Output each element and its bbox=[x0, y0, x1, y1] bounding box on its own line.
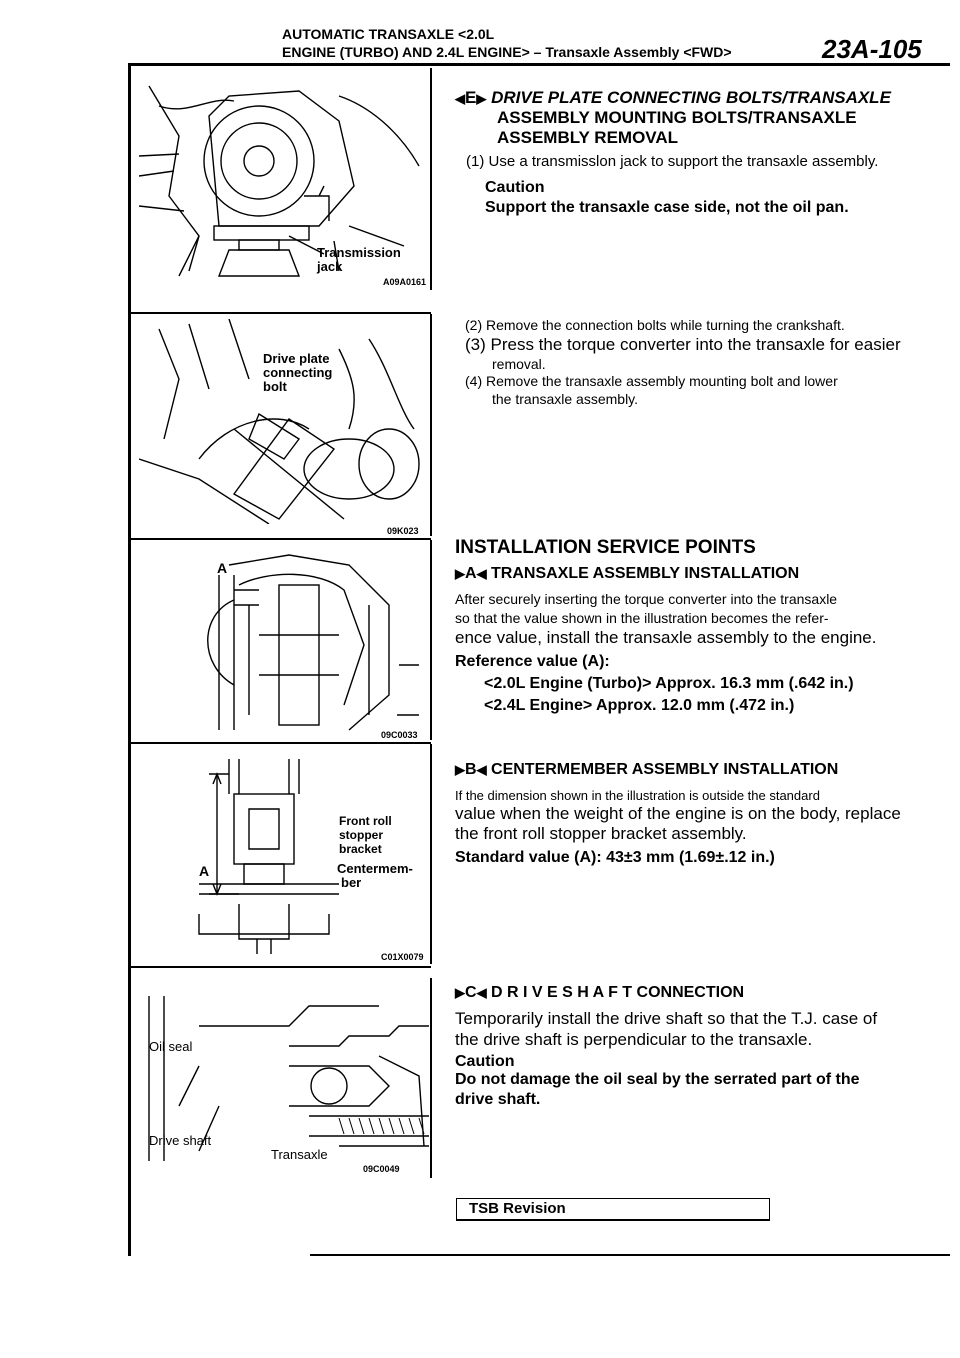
reference-value-label: Reference value (A): bbox=[455, 653, 610, 670]
figure-separator bbox=[131, 742, 431, 744]
left-arrow-icon: ◀ bbox=[476, 985, 487, 1000]
label-drive-plate: Drive plate bbox=[263, 351, 330, 366]
figure-separator bbox=[131, 966, 431, 968]
figure-torque-converter: A 09C0033 bbox=[131, 540, 432, 740]
tsb-revision-label: TSB Revision bbox=[469, 1200, 566, 1217]
removal-caution-text: Support the transaxle case side, not the… bbox=[485, 199, 849, 216]
right-arrow-icon: ▶ bbox=[455, 985, 465, 1000]
removal-heading: ◀E▶ DRIVE PLATE CONNECTING BOLTS/TRANSAX… bbox=[455, 88, 891, 108]
figure-id: A09A0161 bbox=[383, 277, 427, 287]
label-stopper: stopper bbox=[339, 828, 384, 842]
removal-heading-line-2: ASSEMBLY MOUNTING BOLTS/TRANSAXLE bbox=[497, 108, 857, 127]
dimension-a-label: A bbox=[199, 863, 210, 879]
installation-b-p3: the front roll stopper bracket assembly. bbox=[455, 824, 747, 843]
removal-step-4-line-2: the transaxle assembly. bbox=[492, 391, 639, 407]
removal-step-3-line-2: removal. bbox=[492, 356, 546, 372]
removal-step-1: (1) Use a transmisslon jack to support t… bbox=[466, 153, 879, 170]
installation-c-caution-line-2: drive shaft. bbox=[455, 1091, 541, 1108]
label-transmission: Transmission bbox=[317, 245, 401, 260]
figure-separator bbox=[131, 538, 431, 540]
transmission-jack-illustration bbox=[139, 85, 420, 277]
label-drive-shaft: Drive shaft bbox=[149, 1133, 212, 1148]
footer-rule bbox=[310, 1254, 950, 1256]
left-arrow-icon: ◀ bbox=[476, 762, 487, 777]
right-arrow-icon: ▶ bbox=[455, 762, 465, 777]
left-column-rule bbox=[128, 66, 131, 1256]
figure-separator bbox=[131, 312, 431, 314]
label-centermember-2: ber bbox=[341, 875, 362, 890]
installation-c-title: D R I V E S H A F T CONNECTION bbox=[491, 984, 745, 1001]
header-rule bbox=[128, 63, 950, 66]
right-arrow-icon: ▶ bbox=[476, 91, 487, 106]
installation-c-caution-label: Caution bbox=[455, 1053, 515, 1070]
figure-id: 09C0049 bbox=[363, 1164, 400, 1174]
figure-id: 09K023 bbox=[387, 526, 419, 536]
installation-b-p2: value when the weight of the engine is o… bbox=[455, 804, 901, 823]
reference-value-2-0l: <2.0L Engine (Turbo)> Approx. 16.3 mm (.… bbox=[484, 675, 854, 692]
installation-b-heading: ▶B◀ CENTERMEMBER ASSEMBLY INSTALLATION bbox=[455, 761, 838, 779]
installation-a-title: TRANSAXLE ASSEMBLY INSTALLATION bbox=[491, 565, 800, 582]
header-line-2: ENGINE (TURBO) AND 2.4L ENGINE> – Transa… bbox=[282, 44, 732, 60]
removal-step-2: (2) Remove the connection bolts while tu… bbox=[465, 317, 845, 333]
torque-converter-illustration: A bbox=[207, 554, 419, 731]
figure-front-roll-stopper: Front roll stopper bracket Centermem- be… bbox=[131, 744, 432, 964]
installation-a-p1: After securely inserting the torque conv… bbox=[455, 591, 838, 607]
figure-id: 09C0033 bbox=[381, 730, 418, 740]
dimension-a-label: A bbox=[217, 560, 227, 576]
installation-a-p3: ence value, install the transaxle assemb… bbox=[455, 628, 877, 647]
service-marker: B bbox=[465, 761, 477, 778]
header-line-1: AUTOMATIC TRANSAXLE <2.0L bbox=[282, 26, 495, 42]
tsb-revision-box: TSB Revision bbox=[456, 1198, 770, 1221]
figure-id: C01X0079 bbox=[381, 952, 424, 962]
removal-heading-line-1: DRIVE PLATE CONNECTING BOLTS/TRANSAXLE bbox=[491, 88, 891, 107]
figure-drive-shaft: Oil seal Drive shaft Transaxle 09C0049 bbox=[131, 978, 432, 1178]
label-oil-seal: Oil seal bbox=[149, 1039, 193, 1054]
installation-c-caution-line-1: Do not damage the oil seal by the serrat… bbox=[455, 1071, 860, 1088]
service-marker: E bbox=[465, 88, 477, 107]
front-roll-stopper-illustration bbox=[198, 759, 339, 954]
label-jack: jack bbox=[317, 259, 343, 274]
installation-title: INSTALLATION SERVICE POINTS bbox=[455, 537, 756, 558]
removal-heading-line-3: ASSEMBLY REMOVAL bbox=[497, 128, 679, 147]
installation-c-heading: ▶C◀ D R I V E S H A F T CONNECTION bbox=[455, 984, 744, 1002]
label-connecting: connecting bbox=[263, 365, 333, 380]
figure-drive-plate-bolt: Drive plate connecting bolt 09K023 bbox=[131, 314, 432, 536]
installation-a-heading: ▶A◀ TRANSAXLE ASSEMBLY INSTALLATION bbox=[455, 565, 799, 583]
installation-b-title: CENTERMEMBER ASSEMBLY INSTALLATION bbox=[491, 761, 839, 778]
installation-c-p2: the drive shaft is perpendicular to the … bbox=[455, 1030, 813, 1049]
service-marker: C bbox=[465, 984, 477, 1001]
figure-transmission-jack: Transmission jack A09A0161 bbox=[131, 68, 432, 290]
drive-shaft-illustration bbox=[148, 996, 429, 1161]
label-transaxle: Transaxle bbox=[271, 1147, 328, 1162]
removal-step-3-line-1: (3) Press the torque converter into the … bbox=[465, 335, 901, 354]
right-arrow-icon: ▶ bbox=[455, 566, 465, 581]
standard-value: Standard value (A): 43±3 mm (1.69±.12 in… bbox=[455, 849, 775, 866]
installation-a-p2: so that the value shown in the illustrat… bbox=[455, 610, 829, 626]
reference-value-2-4l: <2.4L Engine> Approx. 12.0 mm (.472 in.) bbox=[484, 697, 795, 714]
drive-plate-bolt-illustration bbox=[139, 319, 420, 524]
label-front-roll: Front roll bbox=[339, 814, 392, 828]
installation-b-p1: If the dimension shown in the illustrati… bbox=[455, 788, 820, 803]
page-number: 23A-105 bbox=[822, 34, 922, 64]
removal-step-4-line-1: (4) Remove the transaxle assembly mounti… bbox=[465, 373, 838, 389]
left-arrow-icon: ◀ bbox=[476, 566, 487, 581]
left-arrow-icon: ◀ bbox=[455, 91, 465, 106]
label-bracket: bracket bbox=[339, 842, 382, 856]
removal-caution-label: Caution bbox=[485, 179, 545, 196]
installation-c-p1: Temporarily install the drive shaft so t… bbox=[455, 1009, 878, 1028]
service-marker: A bbox=[465, 565, 477, 582]
label-bolt: bolt bbox=[263, 379, 287, 394]
label-centermember: Centermem- bbox=[337, 861, 413, 876]
